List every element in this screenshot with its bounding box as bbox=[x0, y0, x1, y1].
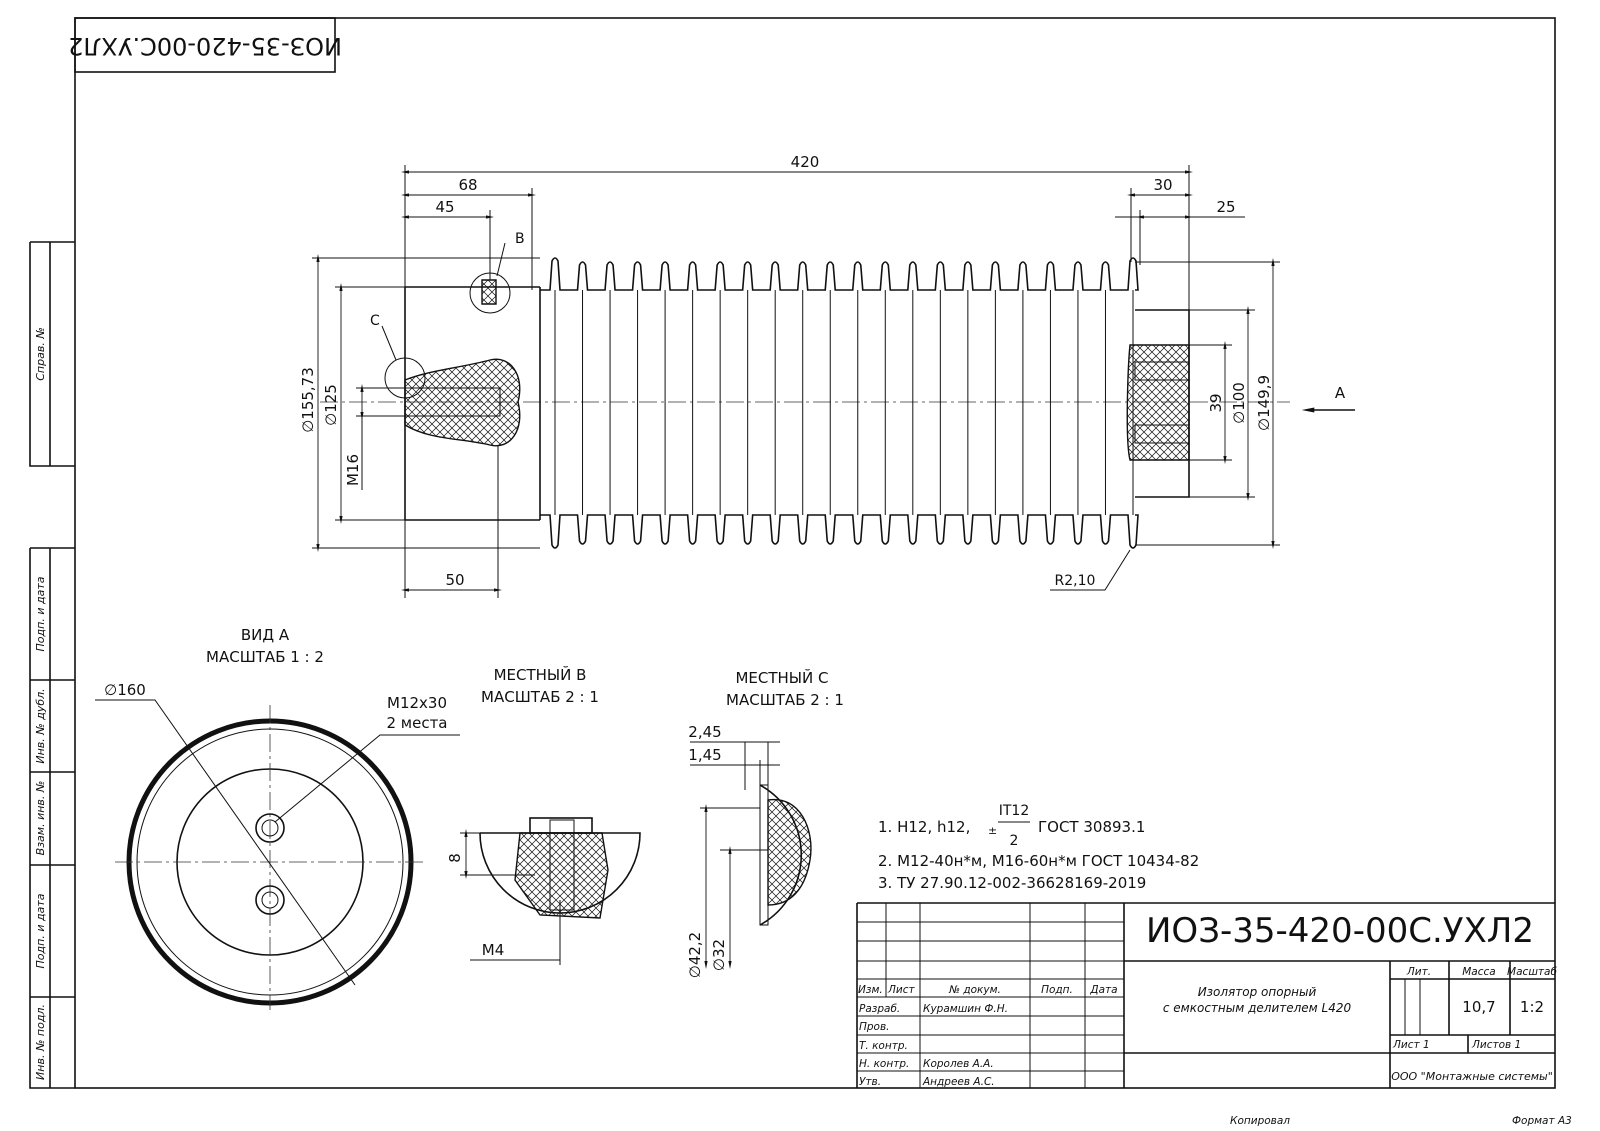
designation: ИОЗ-35-420-00С.УХЛ2 bbox=[1146, 911, 1534, 951]
side-label: Инв. № дубл. bbox=[34, 688, 47, 763]
detail-b-thread: M4 bbox=[482, 941, 505, 959]
detail-c-dia-32: ∅32 bbox=[710, 939, 728, 971]
note-1-pm: ± bbox=[988, 824, 997, 837]
product-name-line1: Изолятор опорный bbox=[1198, 985, 1317, 999]
shed-profile bbox=[540, 257, 1139, 291]
side-label: Взам. инв. № bbox=[34, 781, 47, 856]
view-a-title: ВИД А bbox=[241, 626, 290, 644]
dim-dia-125: ∅125 bbox=[322, 384, 340, 426]
product-name-line2: с емкостным делителем L420 bbox=[1163, 1001, 1352, 1015]
note-1-denominator: 2 bbox=[1010, 833, 1019, 849]
dim-25: 25 bbox=[1216, 198, 1235, 216]
detail-c-dim-245: 2,45 bbox=[688, 723, 721, 741]
mass-label: Масса bbox=[1462, 966, 1495, 978]
header-date: Дата bbox=[1089, 984, 1117, 996]
sheet-frame: ИОЗ-35-420-00С.УХЛ2 bbox=[68, 17, 1556, 1089]
detail-b-title: МЕСТНЫЙ В bbox=[494, 665, 587, 684]
detail-c-dim-145: 1,45 bbox=[688, 746, 721, 764]
note-1-numerator: IT12 bbox=[999, 803, 1030, 819]
stamp-title: ИОЗ-35-420-00С.УХЛ2 bbox=[68, 32, 342, 60]
lit-label: Лит. bbox=[1406, 966, 1431, 978]
header-podp: Подп. bbox=[1041, 984, 1073, 996]
detail-b: МЕСТНЫЙ В МАСШТАБ 2 : 1 8 M4 bbox=[446, 665, 641, 965]
dim-r210: R2,10 bbox=[1055, 573, 1096, 589]
role-utv: Утв. bbox=[859, 1076, 881, 1088]
main-view: B C 420 68 45 30 25 50 ∅155,73 ∅125 M16 … bbox=[299, 153, 1355, 598]
callout-c-label: C bbox=[370, 313, 380, 329]
shed-profile bbox=[540, 514, 1139, 549]
detail-c: МЕСТНЫЙ С МАСШТАБ 2 : 1 2,45 1,45 ∅42,2 … bbox=[686, 668, 844, 978]
insulator-sheds bbox=[540, 257, 1139, 549]
person-utv: Андреев А.С. bbox=[922, 1076, 995, 1088]
scale-label: Масштаб bbox=[1507, 966, 1557, 978]
scale-value: 1:2 bbox=[1520, 998, 1544, 1016]
title-block: ИОЗ-35-420-00С.УХЛ2 Изолятор опорный с е… bbox=[856, 902, 1572, 1127]
header-izm: Изм. bbox=[858, 984, 883, 996]
view-a-dia: ∅160 bbox=[104, 681, 146, 699]
role-razrab: Разраб. bbox=[859, 1003, 900, 1015]
callout-b-label: B bbox=[515, 231, 525, 247]
header-list: Лист bbox=[887, 984, 915, 996]
dim-45: 45 bbox=[435, 198, 454, 216]
view-a-places: 2 места bbox=[386, 714, 447, 732]
person-nkontr: Королев А.А. bbox=[923, 1058, 994, 1070]
side-label: Подп. и дата bbox=[34, 576, 47, 651]
role-nkontr: Н. контр. bbox=[859, 1058, 909, 1070]
detail-b-dim-8: 8 bbox=[446, 853, 464, 863]
technical-notes: 1. H12, h12, ± IT12 2 ГОСТ 30893.1 2. M1… bbox=[878, 803, 1199, 892]
dim-dia-149: ∅149,9 bbox=[1255, 375, 1273, 431]
header-doc: № докум. bbox=[948, 984, 1001, 996]
role-tkontr: Т. контр. bbox=[859, 1040, 908, 1052]
view-a-label: A bbox=[1335, 384, 1346, 402]
callout-c-circle bbox=[384, 357, 426, 399]
right-insert-section bbox=[1126, 344, 1190, 461]
detail-c-scale: МАСШТАБ 2 : 1 bbox=[726, 691, 844, 709]
company-name: ООО "Монтажные системы" bbox=[1391, 1070, 1553, 1083]
side-strip: Справ. № Подп. и дата Инв. № дубл. Взам.… bbox=[29, 241, 75, 1089]
dim-420: 420 bbox=[791, 153, 820, 171]
note-2: 2. M12-40н*м, M16-60н*м ГОСТ 10434-82 bbox=[878, 852, 1199, 870]
role-prov: Пров. bbox=[859, 1021, 890, 1033]
dim-dia-155: ∅155,73 bbox=[299, 367, 317, 433]
view-a-thread: M12x30 bbox=[387, 694, 447, 712]
sheet-number: Лист 1 bbox=[1392, 1039, 1430, 1051]
detail-b-scale: МАСШТАБ 2 : 1 bbox=[481, 688, 599, 706]
view-a: ВИД А МАСШТАБ 1 : 2 ∅160 M12x30 2 места bbox=[95, 626, 460, 1010]
dim-39: 39 bbox=[1207, 393, 1225, 412]
note-1-suffix: ГОСТ 30893.1 bbox=[1038, 818, 1145, 836]
dim-68: 68 bbox=[458, 176, 477, 194]
dim-dia-100: ∅100 bbox=[1230, 382, 1248, 424]
note-1-prefix: 1. H12, h12, bbox=[878, 818, 970, 836]
left-insert-section bbox=[404, 358, 521, 447]
detail-c-dia-422: ∅42,2 bbox=[686, 932, 704, 978]
top-stamp-box bbox=[74, 17, 336, 73]
left-fitting bbox=[404, 286, 541, 521]
side-label: Инв. № подл. bbox=[34, 1004, 47, 1080]
person-razrab: Курамшин Ф.Н. bbox=[923, 1003, 1008, 1015]
format-label: Формат А3 bbox=[1512, 1115, 1572, 1127]
copied-label: Копировал bbox=[1230, 1115, 1290, 1127]
detail-c-title: МЕСТНЫЙ С bbox=[735, 668, 828, 687]
side-label: Справ. № bbox=[34, 327, 47, 381]
note-3: 3. ТУ 27.90.12-002-36628169-2019 bbox=[878, 874, 1146, 892]
view-a-scale: МАСШТАБ 1 : 2 bbox=[206, 648, 324, 666]
sheets-total: Листов 1 bbox=[1471, 1039, 1521, 1051]
side-label: Подп. и дата bbox=[34, 893, 47, 968]
dim-30: 30 bbox=[1153, 176, 1172, 194]
mass-value: 10,7 bbox=[1462, 998, 1495, 1016]
dim-50: 50 bbox=[445, 571, 464, 589]
dim-m16: M16 bbox=[344, 454, 362, 486]
